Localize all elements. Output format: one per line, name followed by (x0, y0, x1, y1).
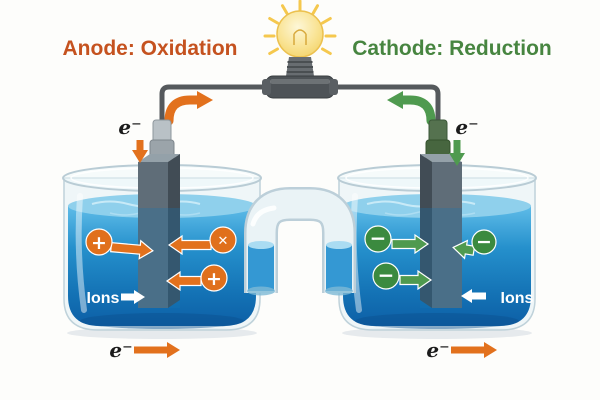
plus-glyph-2: + (206, 268, 222, 290)
anode-title: Anode: Oxidation (63, 37, 238, 60)
tube-opening-left (247, 286, 275, 296)
cathode-ion-arrows (364, 225, 497, 291)
salt-bridge (244, 187, 356, 296)
minus-glyph: − (370, 226, 387, 250)
anode-electron-down-arrow-icon (132, 140, 148, 163)
anode-ion-arrows (85, 226, 237, 292)
anode-electron-label: e⁻ (118, 115, 141, 139)
plus-glyph: + (91, 232, 107, 254)
anode-electrode (138, 119, 180, 308)
metal-ion-badge (209, 226, 237, 254)
anode-front-face (138, 162, 168, 308)
salt-bridge-highlight (250, 205, 277, 227)
electron-labels-top: e⁻ e⁻ (118, 115, 479, 166)
ions-labels: Ions Ions (87, 289, 534, 307)
cathode-front-face (432, 162, 462, 308)
socket-cap-left (262, 79, 271, 95)
light-bulb (262, 0, 338, 99)
cathode-side-face (420, 154, 432, 308)
positive-ion-badge-2 (200, 264, 228, 292)
anion-right-arrow-bottom-icon (399, 269, 433, 291)
bottom-left-electron-label: e⁻ (109, 338, 132, 362)
minus-glyph-3: − (476, 231, 492, 253)
screw-ridges (286, 61, 314, 73)
circuit-wires (159, 84, 441, 143)
meniscus-right (326, 241, 352, 249)
bottom-right-electron-arrow-icon (451, 342, 497, 358)
cathode-electrode (420, 119, 462, 308)
anion-right-arrow-top-icon (391, 233, 430, 255)
cathode-submerged-tint (420, 208, 462, 308)
negative-ion-badge-2 (372, 262, 400, 290)
salt-bridge-glass (246, 189, 354, 293)
bulb-filament-icon (293, 29, 307, 45)
positive-ion-badge (85, 228, 113, 256)
minus-glyph-2: − (378, 263, 395, 287)
tube-opening-right (325, 286, 353, 296)
electron-labels-bottom: e⁻ e⁻ (109, 338, 497, 362)
meniscus-left (248, 241, 274, 249)
cross-glyph: ✕ (218, 234, 229, 249)
left-wire (159, 84, 269, 143)
curved-left-arrow-icon (397, 95, 436, 126)
anode-submerged-tint (138, 208, 180, 308)
bottom-left-electron-arrow-icon (134, 342, 180, 358)
anode-side-face (168, 154, 180, 308)
ions-left-arrow-icon (461, 289, 486, 303)
light-bulb-icon (276, 10, 324, 58)
cathode-title: Cathode: Reduction (352, 37, 552, 60)
curved-left-arrowhead-icon (387, 91, 403, 109)
negative-ion-badge-3 (471, 229, 497, 255)
socket-highlight (270, 79, 330, 84)
curved-right-arrowhead-icon (197, 91, 213, 109)
left-ions-label: Ions (87, 290, 120, 307)
negative-ion-badge (364, 225, 392, 253)
socket-cap-right (329, 79, 338, 95)
curved-right-arrow-icon (164, 95, 203, 126)
cathode-electron-label: e⁻ (455, 115, 478, 139)
bottom-right-electron-label: e⁻ (426, 338, 449, 362)
right-ions-label: Ions (501, 290, 534, 307)
bulb-rays-icon (263, 0, 337, 55)
anode-top-face (138, 154, 180, 162)
cathode-electron-down-arrow-icon (449, 140, 465, 166)
right-wire (331, 84, 441, 143)
current-direction-arrows (164, 91, 436, 126)
ions-right-arrow-icon (121, 290, 145, 304)
anion-left-arrow-icon (452, 239, 476, 260)
